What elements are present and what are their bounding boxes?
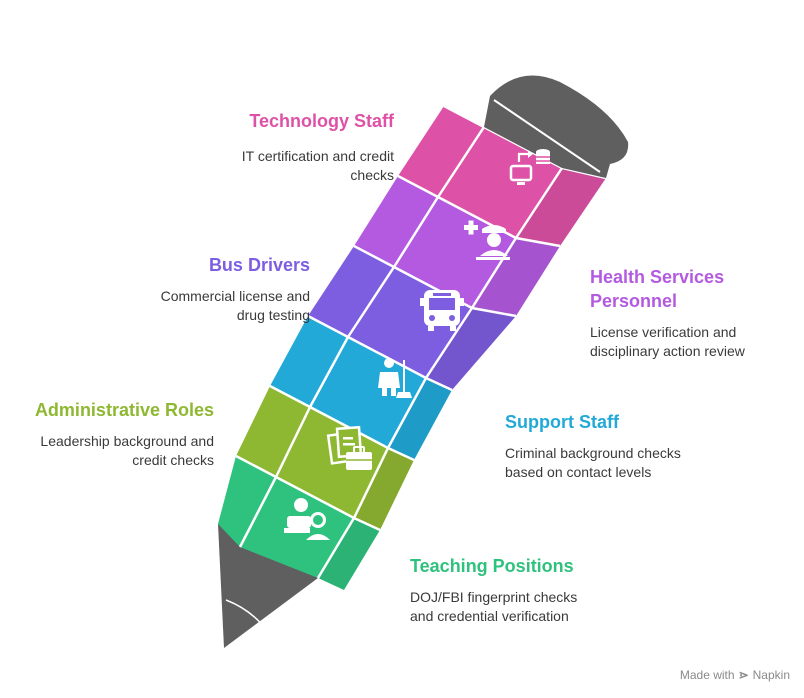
segment-health-edge [472,238,560,316]
segment-tech-left [398,106,484,197]
label-technology-staff: Technology Staff IT certification and cr… [150,109,394,185]
segment-support-edge [388,378,452,460]
computer-database-icon [509,149,550,185]
briefcase-documents-icon [326,425,372,470]
desc-teaching-positions: DOJ/FBI fingerprint checks and credentia… [410,589,578,624]
title-administrative-roles: Administrative Roles [34,400,214,420]
segment-support-right [310,337,426,448]
napkin-watermark: Made with ⋗ Napkin [680,668,790,682]
segment-bus-edge [426,308,516,390]
desc-administrative-roles: Leadership background and credit checks [40,433,214,468]
label-health-services: Health Services Personnel License verifi… [590,265,790,361]
teacher-student-icon [284,498,330,540]
made-with-text: Made with [679,668,735,682]
segment-admin-edge [354,448,414,530]
title-health-services: Health Services Personnel [590,267,725,311]
title-support-staff: Support Staff [505,412,619,432]
desc-technology-staff: IT certification and credit checks [241,148,394,183]
pencil-eraser [490,75,629,164]
pencil-tip-line [225,599,269,633]
segment-health-right [394,197,516,308]
title-teaching-positions: Teaching Positions [410,556,574,576]
title-technology-staff: Technology Staff [249,111,394,131]
segment-support-left [270,316,348,407]
desc-support-staff: Criminal background checks based on cont… [505,445,681,480]
napkin-brand-text: Napkin [752,668,790,682]
desc-bus-drivers: Commercial license and drug testing [160,288,310,323]
segment-tech-edge [516,168,606,246]
segment-teach-edge [318,518,380,590]
pencil-ferrule [484,90,610,178]
desc-health-services: License verification and disciplinary ac… [590,324,745,359]
title-bus-drivers: Bus Drivers [208,255,310,275]
segment-bus-left [308,246,394,337]
segment-health-left [354,176,438,267]
label-teaching-positions: Teaching Positions DOJ/FBI fingerprint c… [410,554,620,626]
napkin-logo-icon: ⋗ [738,668,749,682]
label-administrative-roles: Administrative Roles Leadership backgrou… [14,398,214,470]
janitor-icon [378,358,412,398]
segment-teach-left [218,456,276,547]
nurse-icon [464,220,510,260]
label-bus-drivers: Bus Drivers Commercial license and drug … [110,253,310,325]
label-support-staff: Support Staff Criminal background checks… [505,410,705,482]
bus-icon [420,290,464,331]
pencil-tip [218,524,318,648]
segment-admin-left [236,386,310,477]
